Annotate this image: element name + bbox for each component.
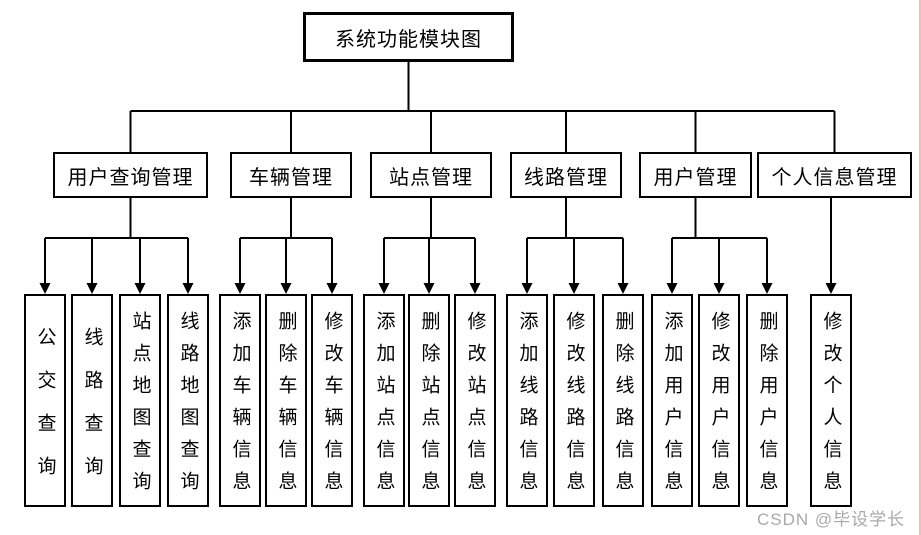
edge-tint-strip (919, 0, 921, 535)
leaf-box-modify-personal-info: 修改个人信息 (810, 294, 852, 507)
leaf-label: 添加车辆信息 (229, 311, 251, 503)
leaf-box-route-query: 线路查询 (71, 294, 113, 507)
leaf-label: 修改车辆信息 (321, 311, 343, 503)
root-box-system-function-modules: 系统功能模块图 (303, 12, 514, 62)
leaf-box-modify-route-info: 修改线路信息 (553, 294, 595, 507)
leaf-box-add-station-info: 添加站点信息 (363, 294, 405, 507)
leaf-box-delete-route-info: 删除线路信息 (602, 294, 644, 507)
leaf-label: 修改个人信息 (820, 311, 842, 503)
module-box-route-management: 线路管理 (510, 152, 622, 198)
leaf-label: 添加站点信息 (373, 311, 395, 503)
module-box-user-query-management: 用户查询管理 (53, 152, 208, 198)
module-box-personal-info-management: 个人信息管理 (757, 152, 912, 198)
module-box-station-management: 站点管理 (370, 152, 492, 198)
leaf-label: 线路地图查询 (177, 311, 199, 503)
leaf-box-route-map-query: 线路地图查询 (167, 294, 209, 507)
leaf-label: 添加用户信息 (661, 311, 683, 503)
leaf-box-delete-station-info: 删除站点信息 (408, 294, 450, 507)
leaf-label: 删除站点信息 (418, 311, 440, 503)
leaf-label: 修改用户信息 (708, 311, 730, 503)
watermark: CSDN @毕设学长 (757, 510, 906, 529)
leaf-label: 站点地图查询 (129, 311, 151, 503)
leaf-label: 修改线路信息 (563, 311, 585, 503)
leaf-box-add-vehicle-info: 添加车辆信息 (219, 294, 261, 507)
leaf-label: 公交查询 (34, 326, 56, 499)
leaf-box-modify-vehicle-info: 修改车辆信息 (311, 294, 353, 507)
leaf-box-delete-vehicle-info: 删除车辆信息 (265, 294, 307, 507)
leaf-box-add-route-info: 添加线路信息 (506, 294, 548, 507)
leaf-box-modify-user-info: 修改用户信息 (698, 294, 740, 507)
leaf-box-delete-user-info: 删除用户信息 (746, 294, 788, 507)
leaf-label: 删除线路信息 (612, 311, 634, 503)
leaf-label: 删除车辆信息 (275, 311, 297, 503)
leaf-box-station-map-query: 站点地图查询 (119, 294, 161, 507)
leaf-label: 添加线路信息 (516, 311, 538, 503)
module-box-user-management: 用户管理 (639, 152, 752, 198)
leaf-label: 线路查询 (81, 326, 103, 499)
leaf-label: 修改站点信息 (464, 311, 486, 503)
leaf-label: 删除用户信息 (756, 311, 778, 503)
leaf-box-bus-query: 公交查询 (24, 294, 66, 507)
module-box-vehicle-management: 车辆管理 (230, 152, 352, 198)
leaf-box-modify-station-info: 修改站点信息 (454, 294, 496, 507)
leaf-box-add-user-info: 添加用户信息 (651, 294, 693, 507)
